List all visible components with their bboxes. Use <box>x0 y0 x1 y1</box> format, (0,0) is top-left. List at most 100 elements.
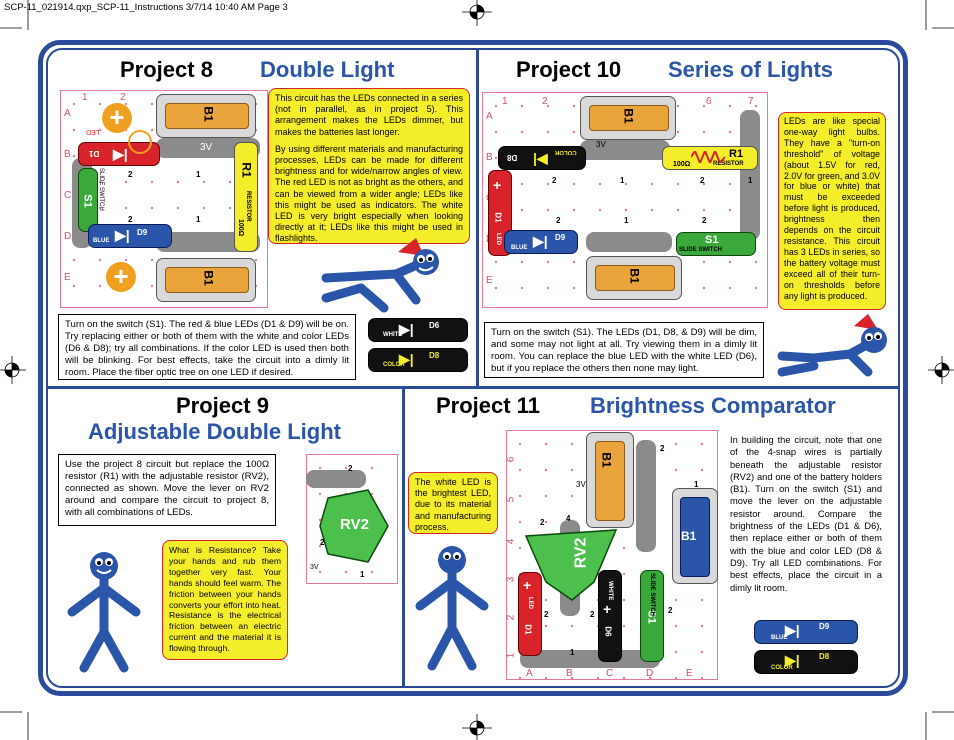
p9-mascot-figure <box>67 552 141 673</box>
p10-row-b: B <box>486 152 493 163</box>
file-header: SCP-11_021914.qxp_SCP-11_Instructions 3/… <box>4 2 288 13</box>
p10-b1-label: B1 <box>621 108 636 124</box>
p11-num-2b: 2 <box>540 518 545 527</box>
p8-num-2b: 2 <box>128 215 133 224</box>
p11-mascot-figure <box>415 546 489 671</box>
p10-3v: 3V <box>596 140 606 149</box>
p10-d1-type: LED <box>495 233 501 245</box>
p11-d1-led: D1 LED + <box>518 572 542 656</box>
p8-d1-type: LED <box>86 128 100 135</box>
p10-d8-led: D8 COLOR |◀ <box>498 146 586 170</box>
p8-d6-label: D6 <box>429 321 440 330</box>
p11-row-3: 3 <box>505 576 517 583</box>
outer-frame <box>38 40 908 696</box>
p10-r1-type: RESISTOR <box>713 161 744 167</box>
p10-col-2: 2 <box>542 96 548 107</box>
p11-col-a: A <box>526 668 533 679</box>
p8-r1-resistor: R1 RESISTOR 100Ω <box>234 142 258 252</box>
p10-col-1: 1 <box>502 96 508 107</box>
p8-d9-type: BLUE <box>93 238 110 244</box>
divider-top <box>476 50 479 386</box>
highlight-ring <box>128 130 152 154</box>
p11-3v: 3V <box>576 480 586 489</box>
resistor-zigzag-icon <box>691 151 725 163</box>
p11-led-d8: D8 COLOR ▶| <box>754 650 858 674</box>
p10-r1-label: R1 <box>729 148 744 160</box>
led-symbol-icon: ▶| <box>533 233 548 249</box>
p10-num-1c: 1 <box>624 216 629 225</box>
p10-d9-led: D9 BLUE ▶| <box>504 230 578 254</box>
p10-num-1b: 1 <box>748 176 753 185</box>
p10-wire-bottom <box>586 232 672 252</box>
p11-s1-switch: S1 SLIDE SWITCH <box>640 570 664 662</box>
p10-num-2a: 2 <box>552 176 557 185</box>
p10-num-2b: 2 <box>700 176 705 185</box>
p8-led-d8: D8 COLOR ▶| <box>368 348 468 372</box>
p10-col-7: 7 <box>748 96 754 107</box>
p11-num-1a: 1 <box>694 480 699 489</box>
p10-r1-value: 100Ω <box>673 161 691 168</box>
p8-instructions: Turn on the switch (S1). The red & blue … <box>58 314 356 380</box>
p11-number: Project 11 <box>436 393 540 418</box>
p10-d9-label: D9 <box>555 233 566 242</box>
p11-d1-type: LED <box>527 597 533 609</box>
p11-rv2-label: RV2 <box>572 537 590 569</box>
p11-row-1: 1 <box>505 652 517 659</box>
p11-num-4: 4 <box>566 514 571 523</box>
led-symbol-icon: ▶| <box>399 321 414 337</box>
p9-num-2b: 2 <box>320 538 325 547</box>
p11-d9-label: D9 <box>819 622 830 631</box>
battery-cell <box>595 265 675 291</box>
p11-col-b: B <box>566 668 573 679</box>
p8-d6-type: WHITE <box>383 332 403 338</box>
p9-rv2-label: RV2 <box>340 516 369 533</box>
p11-rv2-resistor <box>524 529 618 601</box>
p11-wire-bottom <box>520 650 660 668</box>
p11-d8-label: D8 <box>819 652 830 661</box>
p8-num-2a: 2 <box>128 170 133 179</box>
p8-num-1a: 1 <box>196 170 201 179</box>
p10-battery-top: B1 <box>580 96 676 140</box>
battery-cell <box>680 497 710 577</box>
p10-s1-switch: S1 SLIDE SWITCH <box>676 232 756 256</box>
p11-num-2d: 2 <box>590 610 595 619</box>
p11-row-5: 5 <box>505 496 517 503</box>
p8-mascot-figure <box>321 238 439 313</box>
p8-num-1b: 1 <box>196 215 201 224</box>
p8-row-d: D <box>64 231 72 242</box>
p10-num-2d: 2 <box>702 216 707 225</box>
p10-wire-top <box>580 140 670 160</box>
p11-d8-type: COLOR <box>771 665 793 671</box>
plus-marker-icon: + <box>102 103 132 133</box>
p11-callout: The white LED is the brightest LED, due … <box>408 472 498 534</box>
p8-d9-label: D9 <box>137 228 148 237</box>
p9-num-1: 1 <box>360 570 365 579</box>
p11-led-d9: D9 BLUE ▶| <box>754 620 858 644</box>
p10-d1-label: D1 <box>493 212 503 223</box>
p8-battery-bottom: B1 <box>156 258 256 302</box>
p8-d1-label: D1 <box>89 149 100 158</box>
p10-wire-right <box>740 110 760 240</box>
p9-instructions: Use the project 8 circuit but replace th… <box>58 454 276 526</box>
p10-d8-label: D8 <box>507 153 518 162</box>
p11-row-2: 2 <box>505 614 517 621</box>
p10-num-2c: 2 <box>556 216 561 225</box>
p11-d6-type: WHITE <box>607 581 613 601</box>
plus-icon: + <box>603 601 612 617</box>
p11-name: Brightness Comparator <box>590 393 836 418</box>
p8-col-2: 2 <box>120 92 126 103</box>
p8-r1-type: RESISTOR <box>245 191 251 222</box>
p11-col-d: D <box>646 668 654 679</box>
p10-s1-label: S1 <box>705 234 719 246</box>
p9-3v: 3V <box>310 564 319 571</box>
p9-callout: What is Resistance? Take your hands and … <box>162 540 288 660</box>
battery-cell <box>589 105 669 131</box>
p11-col-c: C <box>606 668 614 679</box>
p9-name: Adjustable Double Light <box>88 419 341 444</box>
p10-col-6: 6 <box>706 96 712 107</box>
p10-d9-type: BLUE <box>511 245 528 251</box>
led-symbol-icon: ▶| <box>785 622 800 638</box>
p8-number: Project 8 <box>120 57 213 82</box>
led-symbol-icon: ▶| <box>113 146 128 162</box>
p8-b1-label: B1 <box>201 106 216 122</box>
